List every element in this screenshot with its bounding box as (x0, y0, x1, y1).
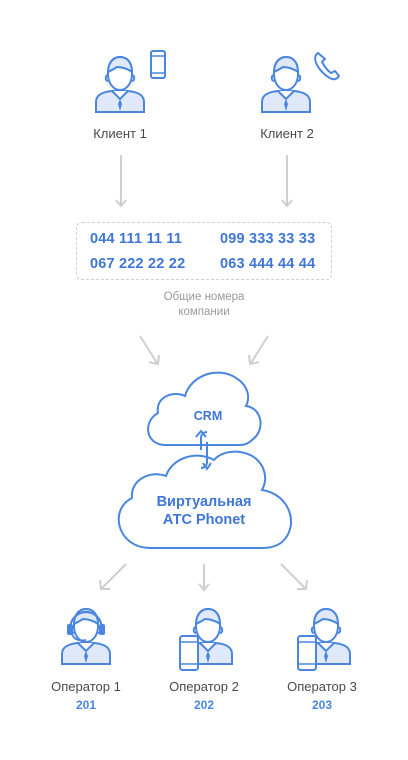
operator-2-icon (179, 608, 233, 671)
operator-3-ext: 203 (311, 698, 333, 712)
numbers-caption-line-2: компании (178, 306, 230, 318)
client-2-icon (261, 56, 311, 113)
operator-3-icon (297, 608, 351, 671)
arrow-numbers-right (248, 335, 269, 366)
pbx-label-line-1: Виртуальная (156, 494, 252, 510)
operator-3-label: Оператор 3 (287, 679, 357, 694)
mobile-phone-icon (150, 50, 166, 79)
operator-1-label: Оператор 1 (51, 679, 121, 694)
handset-icon (314, 52, 340, 81)
operator-1-ext: 201 (75, 698, 97, 712)
phone-number: 063 444 44 44 (220, 256, 316, 272)
arrow-operator-2 (198, 564, 210, 591)
pbx-label-line-2: АТС Phonet (162, 512, 246, 528)
arrow-operator-1 (99, 563, 127, 590)
arrow-operator-3 (280, 563, 308, 590)
operator-2-ext: 202 (193, 698, 215, 712)
client-2-label: Клиент 2 (260, 126, 314, 141)
sync-arrows (195, 429, 212, 471)
crm-label: CRM (193, 409, 223, 423)
pbx-cloud (117, 450, 292, 549)
phone-number: 044 111 11 11 (90, 231, 183, 247)
phone-number: 067 222 22 22 (90, 256, 186, 272)
pbx-label: Виртуальная АТС Phonet (134, 493, 274, 529)
operator-2-label: Оператор 2 (169, 679, 239, 694)
arrow-numbers-left (139, 335, 160, 366)
phone-number: 099 333 33 33 (220, 231, 316, 247)
numbers-caption-line-1: Общие номера (163, 291, 245, 303)
arrow-client-2 (281, 155, 293, 207)
arrow-client-1 (115, 155, 127, 207)
crm-cloud (147, 371, 262, 446)
company-numbers-box (76, 222, 332, 280)
operator-1-icon (61, 608, 111, 665)
client-1-icon (95, 56, 145, 113)
client-1-label: Клиент 1 (93, 126, 147, 141)
numbers-caption: Общие номера компании (134, 290, 274, 320)
